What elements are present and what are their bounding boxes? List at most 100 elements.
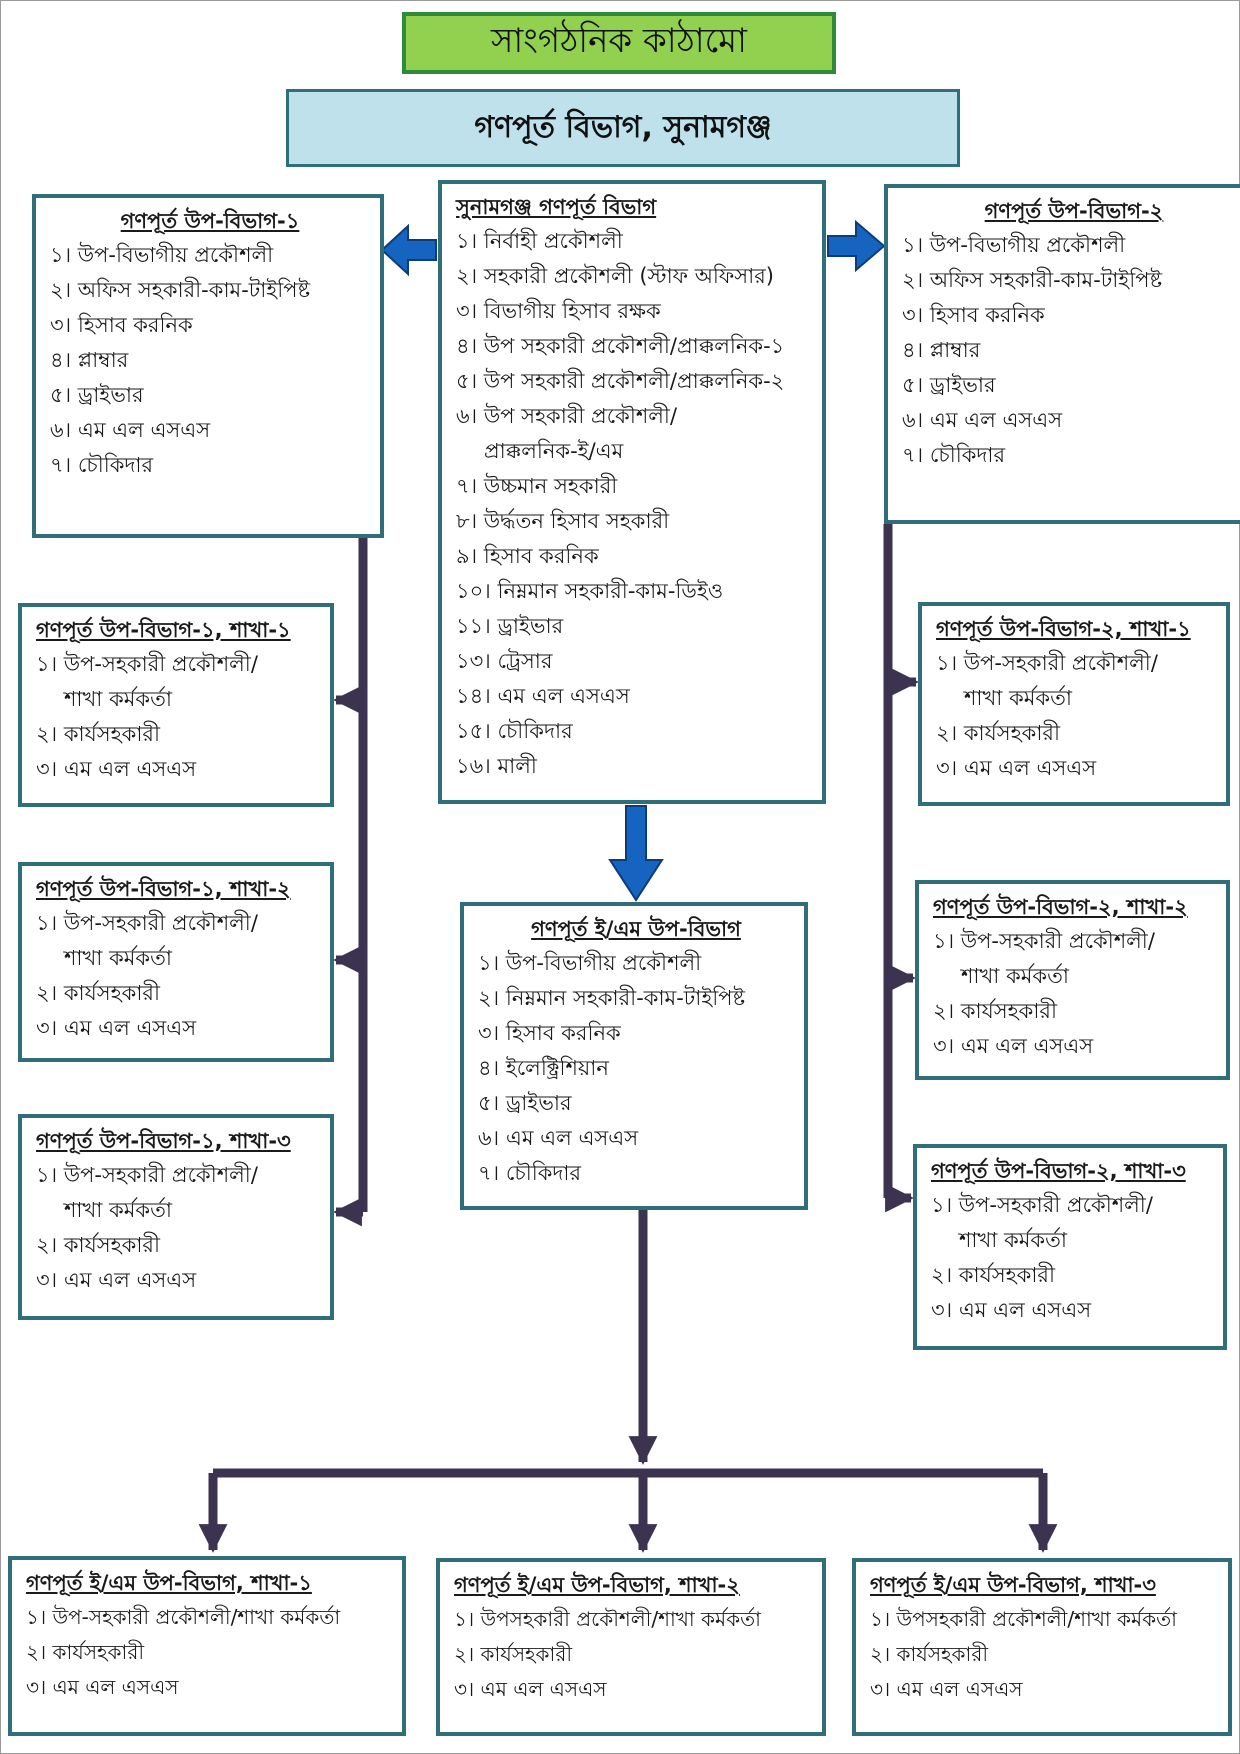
list-item: ৩। এম এল এসএস	[36, 1016, 197, 1040]
list-item: ১৬। মালী	[456, 754, 537, 778]
subdivision-1-branch-3-box: গণপূর্ত উপ-বিভাগ-১, শাখা-৩ ১। উপ-সহকারী …	[18, 1114, 334, 1320]
main-division-box: সুনামগঞ্জ গণপূর্ত বিভাগ ১। নির্বাহী প্রক…	[438, 180, 826, 804]
branch-list: ১। উপ-সহকারী প্রকৌশলী/শাখা কর্মকর্তা ২। …	[26, 1600, 392, 1705]
branch-title: গণপূর্ত ই/এম উপ-বিভাগ, শাখা-৩	[870, 1573, 1156, 1597]
list-item: ২। কার্যসহকারী	[36, 722, 160, 746]
branch-list: ১। উপ-সহকারী প্রকৌশলী/ শাখা কর্মকর্তা ২।…	[36, 906, 320, 1046]
list-item: ১৪। এম এল এসএস	[456, 684, 630, 708]
list-item: শাখা কর্মকর্তা	[64, 946, 172, 970]
branch-title: গণপূর্ত উপ-বিভাগ-২, শাখা-২	[933, 895, 1188, 919]
list-item: শাখা কর্মকর্তা	[961, 964, 1069, 988]
list-item: শাখা কর্মকর্তা	[959, 1228, 1067, 1252]
list-item: ৩। বিভাগীয় হিসাব রক্ষক	[456, 299, 661, 323]
list-item: ৩। হিসাব করনিক	[902, 303, 1045, 327]
list-item: ২। কার্যসহকারী	[933, 999, 1057, 1023]
list-item: ১০। নিম্নমান সহকারী-কাম-ডিইও	[456, 579, 724, 603]
list-item: ২। নিম্নমান সহকারী-কাম-টাইপিষ্ট	[478, 986, 746, 1010]
subdivision-2-branch-3-box: গণপূর্ত উপ-বিভাগ-২, শাখা-৩ ১। উপ-সহকারী …	[913, 1144, 1227, 1350]
list-item: ১। উপ-সহকারী প্রকৌশলী/	[933, 929, 1155, 953]
list-item: ৫। ড্রাইভার	[50, 383, 144, 407]
list-item: ২। কার্যসহকারী	[931, 1263, 1055, 1287]
list-item: ১। উপ-সহকারী প্রকৌশলী/	[936, 651, 1158, 675]
list-item: ২। কার্যসহকারী	[26, 1640, 145, 1664]
chart-title: সাংগঠনিক কাঠামো	[402, 12, 836, 74]
list-item: ৮। উর্দ্ধতন হিসাব সহকারী	[456, 509, 670, 533]
list-item: ৭। চৌকিদার	[478, 1161, 582, 1185]
subdivision-2-box: গণপূর্ত উপ-বিভাগ-২ ১। উপ-বিভাগীয় প্রকৌশ…	[884, 184, 1240, 524]
list-item: ২। কার্যসহকারী	[454, 1642, 573, 1666]
list-item: ৭। চৌকিদার	[50, 453, 154, 477]
branch-list: ১। উপ-সহকারী প্রকৌশলী/ শাখা কর্মকর্তা ২।…	[931, 1188, 1213, 1328]
em-branch-3-box: গণপূর্ত ই/এম উপ-বিভাগ, শাখা-৩ ১। উপসহকার…	[852, 1558, 1232, 1736]
blue-arrow-right	[827, 219, 886, 273]
list-item: ৩। এম এল এসএস	[454, 1677, 607, 1701]
list-item: ২। অফিস সহকারী-কাম-টাইপিষ্ট	[50, 278, 311, 302]
branch-list: ১। উপ-সহকারী প্রকৌশলী/ শাখা কর্মকর্তা ২।…	[933, 924, 1216, 1064]
blue-arrow-left	[380, 223, 437, 277]
em-subdivision-title: গণপূর্ত ই/এম উপ-বিভাগ	[531, 917, 741, 941]
subdivision-2-branch-2-box: গণপূর্ত উপ-বিভাগ-২, শাখা-২ ১। উপ-সহকারী …	[915, 880, 1230, 1080]
list-item: প্রাক্কলনিক-ই/এম	[484, 439, 624, 463]
em-subdivision-list: ১। উপ-বিভাগীয় প্রকৌশলী ২। নিম্নমান সহকা…	[478, 946, 794, 1191]
subdivision-1-title: গণপূর্ত উপ-বিভাগ-১	[120, 209, 300, 233]
list-item: শাখা কর্মকর্তা	[964, 686, 1072, 710]
list-item: ২। সহকারী প্রকৌশলী (স্টাফ অফিসার)	[456, 264, 774, 288]
list-item: ১। উপসহকারী প্রকৌশলী/শাখা কর্মকর্তা	[870, 1607, 1177, 1631]
branch-title: গণপূর্ত উপ-বিভাগ-১, শাখা-২	[36, 877, 291, 901]
branch-title: গণপূর্ত ই/এম উপ-বিভাগ, শাখা-২	[454, 1573, 740, 1597]
branch-list: ১। উপ-সহকারী প্রকৌশলী/ শাখা কর্মকর্তা ২।…	[936, 646, 1216, 786]
branch-title: গণপূর্ত উপ-বিভাগ-১, শাখা-৩	[36, 1129, 291, 1153]
em-branch-1-box: গণপূর্ত ই/এম উপ-বিভাগ, শাখা-১ ১। উপ-সহকা…	[8, 1556, 406, 1736]
list-item: ১। উপসহকারী প্রকৌশলী/শাখা কর্মকর্তা	[454, 1607, 761, 1631]
list-item: ১। উপ-সহকারী প্রকৌশলী/শাখা কর্মকর্তা	[26, 1605, 341, 1629]
subdivision-1-list: ১। উপ-বিভাগীয় প্রকৌশলী ২। অফিস সহকারী-ক…	[50, 238, 370, 483]
list-item: ৪। উপ সহকারী প্রকৌশলী/প্রাক্কলনিক-১	[456, 334, 785, 358]
branch-list: ১। উপ-সহকারী প্রকৌশলী/ শাখা কর্মকর্তা ২।…	[36, 647, 320, 787]
list-item: ৩। এম এল এসএস	[870, 1677, 1023, 1701]
main-division-list: ১। নির্বাহী প্রকৌশলী ২। সহকারী প্রকৌশলী …	[456, 224, 812, 784]
list-item: ৫। ড্রাইভার	[478, 1091, 572, 1115]
division-header: গণপূর্ত বিভাগ, সুনামগঞ্জ	[286, 89, 960, 167]
branch-title: গণপূর্ত উপ-বিভাগ-২, শাখা-১	[936, 617, 1191, 641]
branch-list: ১। উপ-সহকারী প্রকৌশলী/ শাখা কর্মকর্তা ২।…	[36, 1158, 320, 1298]
branch-title: গণপূর্ত উপ-বিভাগ-১, শাখা-১	[36, 618, 291, 642]
list-item: ১। উপ-সহকারী প্রকৌশলী/	[931, 1193, 1153, 1217]
list-item: ৪। ইলেক্ট্রিশিয়ান	[478, 1056, 609, 1080]
list-item: ২। কার্যসহকারী	[936, 721, 1060, 745]
list-item: ১। উপ-বিভাগীয় প্রকৌশলী	[902, 233, 1126, 257]
list-item: ৪। প্লাম্বার	[50, 348, 129, 372]
list-item: শাখা কর্মকর্তা	[64, 1198, 172, 1222]
list-item: ২। কার্যসহকারী	[870, 1642, 989, 1666]
blue-arrow-down	[608, 805, 664, 902]
list-item: ৬। এম এল এসএস	[50, 418, 211, 442]
list-item: ৩। হিসাব করনিক	[478, 1021, 621, 1045]
subdivision-1-branch-1-box: গণপূর্ত উপ-বিভাগ-১, শাখা-১ ১। উপ-সহকারী …	[18, 603, 334, 807]
list-item: ১৩। ট্রেসার	[456, 649, 553, 673]
list-item: ৩। এম এল এসএস	[26, 1675, 179, 1699]
list-item: ৯। হিসাব করনিক	[456, 544, 599, 568]
list-item: ২। কার্যসহকারী	[36, 981, 160, 1005]
list-item: ৭। উচ্চমান সহকারী	[456, 474, 618, 498]
subdivision-2-branch-1-box: গণপূর্ত উপ-বিভাগ-২, শাখা-১ ১। উপ-সহকারী …	[918, 602, 1230, 806]
list-item: ৫। ড্রাইভার	[902, 373, 996, 397]
list-item: ৭। চৌকিদার	[902, 443, 1006, 467]
list-item: ১৫। চৌকিদার	[456, 719, 573, 743]
main-division-title: সুনামগঞ্জ গণপূর্ত বিভাগ	[456, 195, 657, 219]
list-item: ৩। হিসাব করনিক	[50, 313, 193, 337]
branch-list: ১। উপসহকারী প্রকৌশলী/শাখা কর্মকর্তা ২। ক…	[454, 1602, 812, 1707]
branch-title: গণপূর্ত উপ-বিভাগ-২, শাখা-৩	[931, 1159, 1186, 1183]
list-item: ২। অফিস সহকারী-কাম-টাইপিষ্ট	[902, 268, 1163, 292]
list-item: ১। উপ-সহকারী প্রকৌশলী/	[36, 1163, 258, 1187]
list-item: ৩। এম এল এসএস	[931, 1298, 1092, 1322]
list-item: শাখা কর্মকর্তা	[64, 687, 172, 711]
list-item: ১। উপ-বিভাগীয় প্রকৌশলী	[478, 951, 702, 975]
list-item: ৫। উপ সহকারী প্রকৌশলী/প্রাক্কলনিক-২	[456, 369, 785, 393]
list-item: ৪। প্লাম্বার	[902, 338, 981, 362]
list-item: ৩। এম এল এসএস	[933, 1034, 1094, 1058]
list-item: ১। উপ-সহকারী প্রকৌশলী/	[36, 652, 258, 676]
em-branch-2-box: গণপূর্ত ই/এম উপ-বিভাগ, শাখা-২ ১। উপসহকার…	[436, 1558, 826, 1736]
list-item: ৬। উপ সহকারী প্রকৌশলী/	[456, 404, 678, 428]
list-item: ৩। এম এল এসএস	[36, 757, 197, 781]
branch-title: গণপূর্ত ই/এম উপ-বিভাগ, শাখা-১	[26, 1571, 312, 1595]
